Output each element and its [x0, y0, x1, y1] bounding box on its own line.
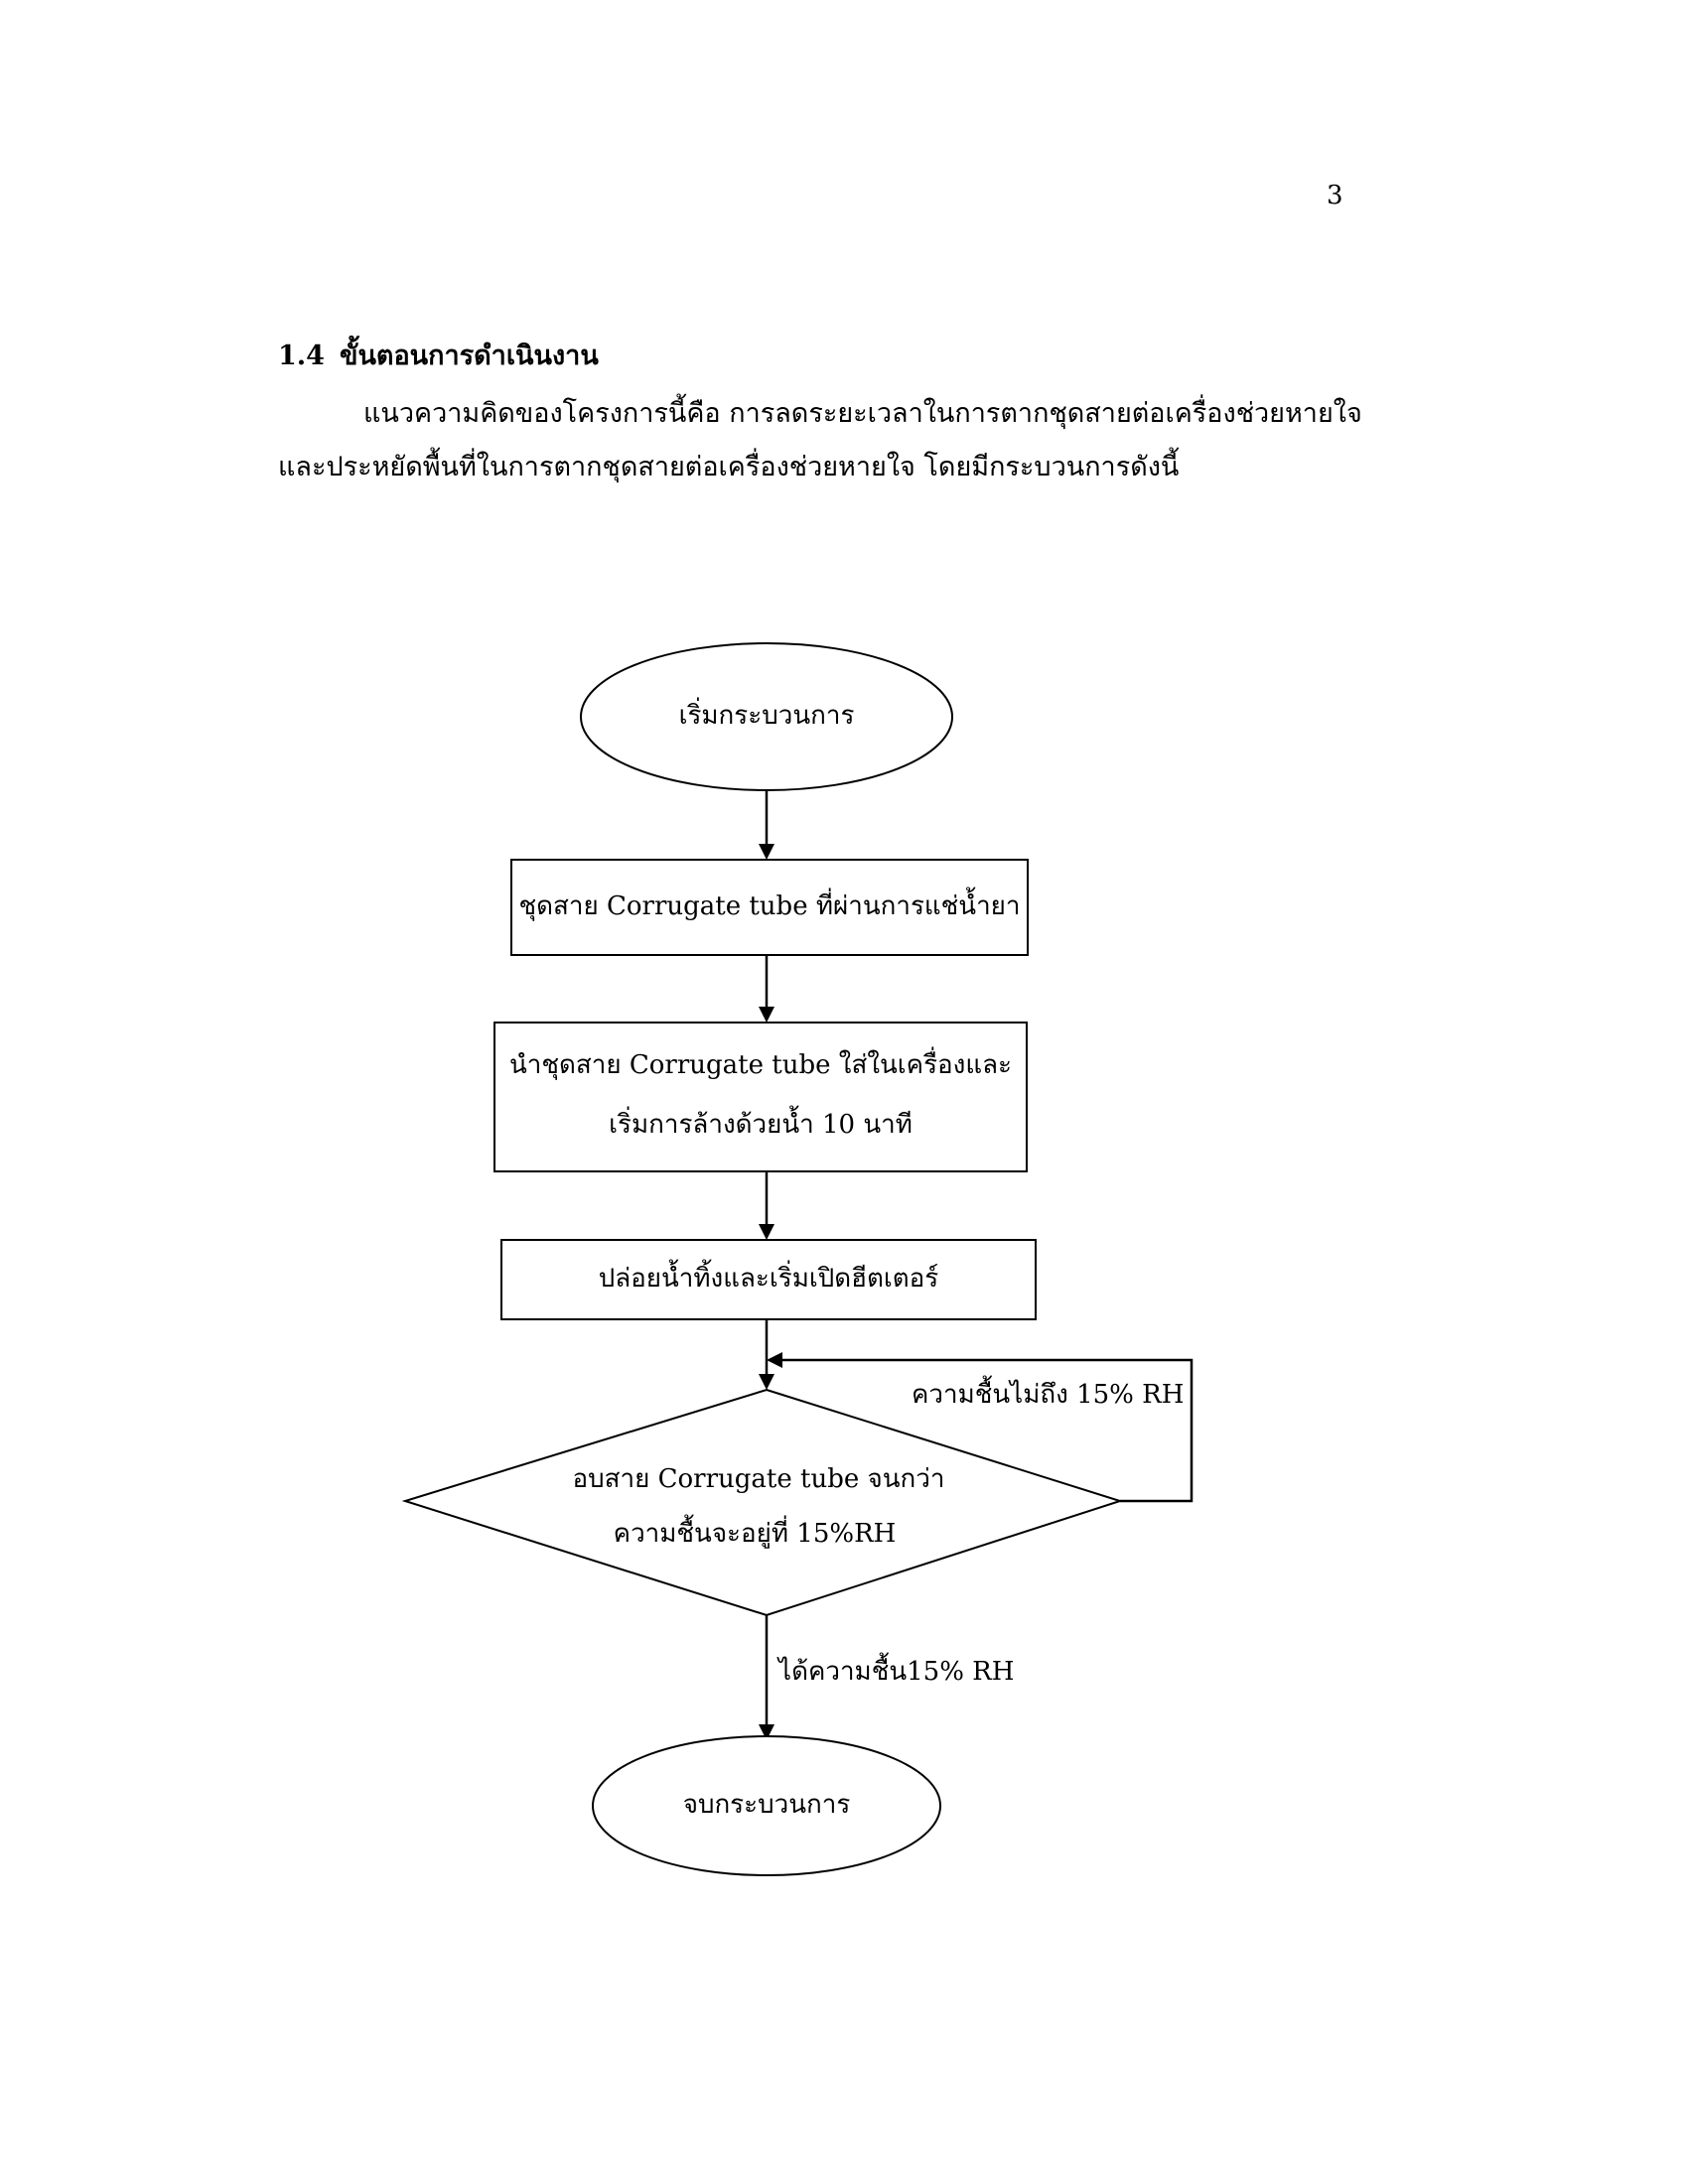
- process-heater-label: ปล่อยน้ำทิ้งและเริ่มเปิดฮีตเตอร์: [599, 1259, 939, 1294]
- arrowhead: [759, 1007, 774, 1023]
- process-wash-label-line2: เริ่มการล้างด้วยน้ำ 10 นาที: [609, 1105, 913, 1140]
- yes-condition-label: ได้ความชื้น15% RH: [776, 1652, 1014, 1687]
- arrowhead: [759, 1224, 774, 1240]
- end-terminator: [592, 1735, 941, 1876]
- start-label: เริ่มกระบวนการ: [679, 697, 855, 731]
- paragraph-line-2: และประหยัดพื้นที่ในการตากชุดสายต่อเครื่อ…: [278, 452, 1180, 482]
- arrowhead: [767, 1352, 782, 1368]
- process-box-heater: [500, 1239, 1037, 1320]
- arrowhead: [759, 1374, 774, 1390]
- section-heading: 1.4 ขั้นตอนการดำเนินงาน: [278, 334, 599, 376]
- end-label: จบกระบวนการ: [683, 1790, 851, 1820]
- decision-label-line2: ความชื้นจะอยู่ที่ 15%RH: [614, 1514, 897, 1549]
- paragraph-line-1: แนวความคิดของโครงการนี้คือ การลดระยะเวลา…: [363, 398, 1362, 429]
- loop-condition-label: ความชื้นไม่ถึง 15% RH: [912, 1375, 1184, 1410]
- process-box-wash: [493, 1022, 1028, 1172]
- page-number: 3: [1327, 181, 1343, 210]
- process-wash-label-line1: นำชุดสาย Corrugate tube ใส่ในเครื่องและ: [509, 1046, 1012, 1080]
- arrowhead: [759, 844, 774, 860]
- section-title: ขั้นตอนการดำเนินงาน: [340, 341, 599, 371]
- arrowhead: [759, 1724, 774, 1740]
- process-soak-label: ชุดสาย Corrugate tube ที่ผ่านการแช่น้ำยา: [518, 887, 1020, 921]
- process-box-soak: [510, 859, 1029, 956]
- section-number: 1.4: [278, 341, 325, 371]
- edge-loop-back: [782, 1358, 1194, 1503]
- decision-label-line1: อบสาย Corrugate tube จนกว่า: [573, 1464, 945, 1494]
- decision-diamond: [401, 1388, 1124, 1617]
